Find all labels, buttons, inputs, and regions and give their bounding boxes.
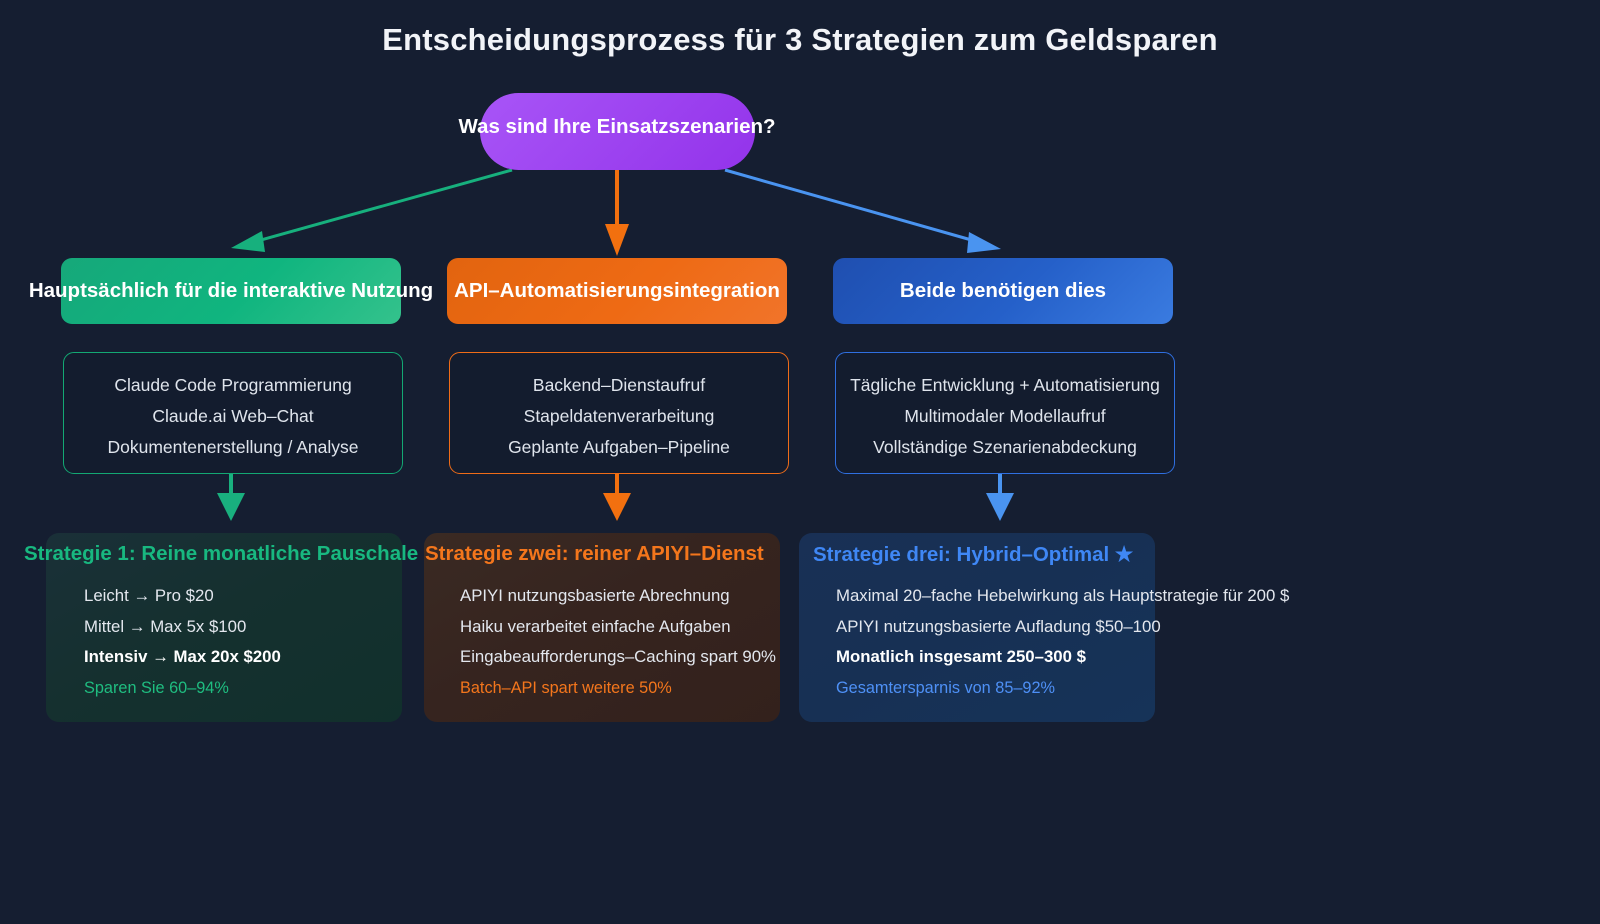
category-label-interactive: Hauptsächlich für die interaktive Nutzun… [28,279,434,302]
detail-line: Dokumentenerstellung / Analyse [107,437,359,457]
strategy-line: Maximal 20–fache Hebelwirkung als Haupts… [836,586,1290,605]
edge-root-to-interactive [231,168,513,252]
strategy-card-hybrid[interactable] [799,533,1155,722]
strategy-line: Mittel → Max 5x $100 [84,616,247,636]
detail-line: Tägliche Entwicklung + Automatisierung [850,375,1160,395]
detail-line: Vollständige Szenarienabdeckung [873,437,1137,457]
strategy-card-flat-rate[interactable] [46,533,402,722]
edge-api-detail-to-card [603,474,631,521]
strategy-lines-hybrid: Maximal 20–fache Hebelwirkung als Haupts… [836,581,1396,673]
edge-interactive-detail-to-card [217,474,245,521]
edge-root-to-api [605,170,629,256]
category-label-both: Beide benötigen dies [899,279,1107,302]
detail-line: Stapeldatenverarbeitung [523,406,715,426]
detail-line: Multimodaler Modellaufruf [904,406,1106,426]
root-node-label: Was sind Ihre Einsatzszenarien? [458,115,776,138]
category-box-interactive[interactable] [61,258,401,324]
strategy-line: APIYI nutzungsbasierte Aufladung $50–100 [836,616,1161,636]
strategy-heading-api-only: Strategie zwei: reiner APIYI–Dienst [425,542,764,565]
strategy-savings-api-only: Batch–API spart weitere 50% [460,679,672,697]
detail-line: Claude.ai Web–Chat [152,406,314,426]
strategy-line: Intensiv → Max 20x $200 [84,647,281,666]
detail-line: Backend–Dienstaufruf [532,375,706,395]
page-title: Entscheidungsprozess für 3 Strategien zu… [382,22,1218,57]
strategy-heading-hybrid: Strategie drei: Hybrid–Optimal ★ [813,543,1134,566]
category-box-both[interactable] [833,258,1173,324]
detail-line: Geplante Aufgaben–Pipeline [508,437,730,457]
strategy-line: Haiku verarbeitet einfache Aufgaben [460,616,731,636]
strategy-line: Monatlich insgesamt 250–300 $ [836,647,1086,666]
root-node[interactable] [480,93,755,170]
detail-box-interactive[interactable] [63,352,403,474]
detail-line: Claude Code Programmierung [114,375,352,395]
strategy-line: Eingabeaufforderungs–Caching spart 90% [460,647,776,666]
edge-both-detail-to-card [986,474,1014,521]
strategy-heading-flat-rate: Strategie 1: Reine monatliche Pauschale [24,542,419,565]
edge-root-to-both [724,168,1001,253]
detail-box-api[interactable] [449,352,789,474]
category-box-api[interactable] [447,258,787,324]
strategy-line: APIYI nutzungsbasierte Abrechnung [460,586,730,605]
category-label-api: API–Automatisierungsintegration [454,279,780,302]
strategy-line: Leicht → Pro $20 [84,586,214,605]
detail-box-both[interactable] [835,352,1175,474]
strategy-savings-flat-rate: Sparen Sie 60–94% [84,679,229,697]
strategy-card-api-only[interactable] [424,533,780,722]
strategy-savings-hybrid: Gesamtersparnis von 85–92% [836,679,1056,697]
